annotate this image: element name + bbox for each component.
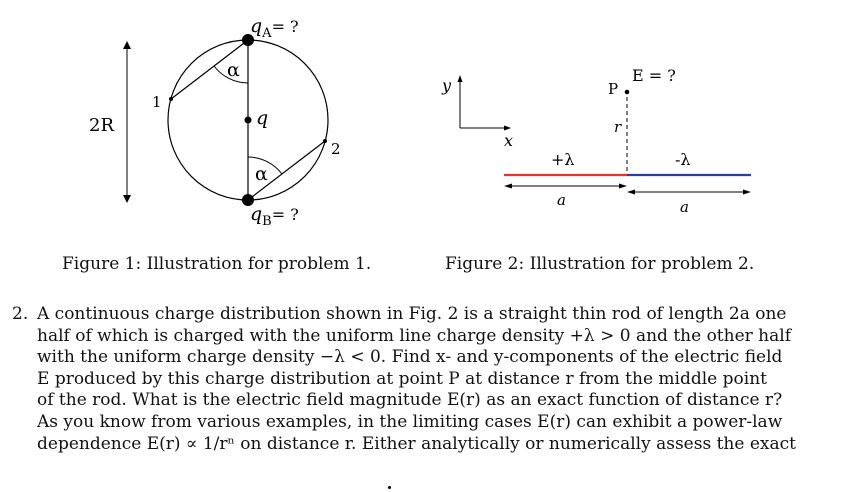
rod-2 [247,140,326,201]
point-p-label: P [608,80,618,98]
charge-b-dot [242,194,254,206]
stray-dot [388,486,391,489]
angle-arc-top [213,65,249,84]
rod-1 [170,39,249,100]
problem-line: half of which is charged with the unifor… [37,325,791,346]
dim-left-head-l [504,183,512,189]
arrow-head-bottom [123,195,131,203]
angle-arc-bottom [247,156,283,175]
a-right-label: a [680,198,689,216]
diameter-label: 2R [89,115,114,136]
qa-equals: = ? [272,17,299,36]
rod2-end-dot [323,139,327,143]
y-axis-label: y [441,76,452,95]
dim-left-head-r [619,183,627,189]
qb-label: qB= ? [250,203,299,229]
figure-1: 2R qA= ? qB= ? α α q 1 2 [89,15,341,229]
dim-right-head-l [627,189,635,195]
problem-line: dependence E(r) ∝ 1/rⁿ on distance r. Ei… [37,433,796,454]
problem-line: As you know from various examples, in th… [37,411,783,432]
alpha-bottom-label: α [255,163,268,185]
figure-2: y x P E = ? r +λ -λ a a [441,66,751,216]
alpha-top-label: α [227,59,240,81]
q-center-label: q [256,107,268,129]
field-label: E = ? [632,66,676,85]
a-left-label: a [557,191,566,209]
problem-line: E produced by this charge distribution a… [37,368,767,389]
x-axis-label: x [504,131,513,150]
qb-subscript: B [262,214,272,229]
point-p-dot [624,89,630,95]
rod2-label: 2 [331,140,341,158]
minus-lambda-label: -λ [675,150,691,169]
rod1-label: 1 [152,93,162,111]
plus-lambda-label: +λ [551,150,575,169]
y-axis-arrow [457,75,463,82]
qa-label: qA= ? [250,15,299,41]
figure-2-caption: Figure 2: Illustration for problem 2. [445,254,755,274]
x-axis-arrow [504,125,511,131]
charge-center-dot [244,116,252,124]
arrow-head-top [123,41,131,49]
dim-right-head-r [743,189,751,195]
qa-subscript: A [261,26,272,41]
problem-line: of the rod. What is the electric field m… [37,390,783,411]
problem-line: with the uniform charge density −λ < 0. … [37,347,783,368]
problem-2: 2. A continuous charge distribution show… [12,304,824,455]
problem-line: A continuous charge distribution shown i… [37,304,787,324]
charge-a-dot [242,34,254,46]
problem-number: 2. [12,304,29,324]
figure-1-caption: Figure 1: Illustration for problem 1. [62,254,372,274]
qb-equals: = ? [272,205,299,224]
rod1-end-dot [169,97,173,101]
problem-body: A continuous charge distribution shown i… [37,304,824,455]
r-label: r [614,118,622,136]
